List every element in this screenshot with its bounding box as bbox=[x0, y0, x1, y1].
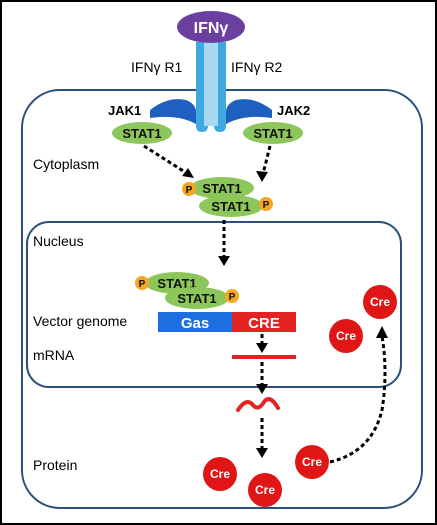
cre-protein-circle bbox=[295, 445, 329, 479]
stat1-shape bbox=[165, 287, 229, 309]
jak1-kinase-shape bbox=[150, 99, 196, 124]
mrna-strand bbox=[232, 355, 296, 359]
stat1-jak2: STAT1 bbox=[243, 122, 303, 144]
cytoplasmic-mrna-wave bbox=[236, 397, 280, 412]
receptor-r1-label: IFNγ R1 bbox=[131, 59, 183, 75]
cre-protein-label: Cre bbox=[255, 483, 275, 497]
cytoplasm-label: Cytoplasm bbox=[33, 156, 99, 172]
arrowhead bbox=[256, 171, 268, 182]
arrowhead bbox=[376, 326, 388, 338]
cre-protein-nucleus-left: Cre bbox=[329, 319, 363, 353]
jak2-label: JAK2 bbox=[277, 103, 310, 118]
cre-protein-cytoplasm-right: Cre bbox=[295, 445, 329, 479]
arrow-stat1-left-to-dimer bbox=[143, 144, 189, 176]
stat1-shape bbox=[243, 122, 303, 144]
stat1-jak1: STAT1 bbox=[112, 122, 172, 144]
arrow-cre-to-nucleus bbox=[329, 335, 387, 464]
cre-protein-cytoplasm-left: Cre bbox=[203, 457, 237, 491]
phosphate-label: P bbox=[263, 200, 270, 211]
gas-element bbox=[158, 312, 232, 332]
stat1-label: STAT1 bbox=[177, 291, 216, 306]
jak1-label: JAK1 bbox=[108, 103, 141, 118]
arrowhead bbox=[218, 256, 230, 266]
nucleus-membrane bbox=[26, 221, 402, 388]
jak2-kinase-shape bbox=[226, 99, 272, 124]
cre-protein-circle bbox=[203, 457, 237, 491]
arrowhead bbox=[182, 168, 194, 178]
phosphate-label: P bbox=[186, 185, 193, 196]
ifn-gamma-receptor-complex bbox=[196, 42, 226, 132]
arrow-stat1-right-to-dimer bbox=[261, 145, 272, 175]
cre-protein-nucleus-top: Cre bbox=[363, 285, 397, 319]
stat1-label: STAT1 bbox=[211, 199, 250, 214]
receptor-inner-core bbox=[204, 42, 218, 126]
phosphate-circle bbox=[135, 276, 149, 290]
stat1-shape bbox=[199, 195, 263, 217]
stat1-shape bbox=[112, 122, 172, 144]
stat1-label: STAT1 bbox=[157, 276, 196, 291]
cre-gene-element bbox=[232, 312, 296, 332]
gas-label: Gas bbox=[181, 315, 209, 332]
arrowhead bbox=[256, 343, 268, 353]
stat1-label: STAT1 bbox=[202, 181, 241, 196]
phosphate-label: P bbox=[229, 292, 236, 303]
phosphate-circle bbox=[182, 182, 196, 196]
cre-protein-cytoplasm-bottom: Cre bbox=[248, 473, 282, 507]
cre-protein-label: Cre bbox=[210, 467, 230, 481]
phosphate-label: P bbox=[139, 279, 146, 290]
stat1-dimer-cytoplasm: STAT1 STAT1 P P bbox=[182, 177, 273, 217]
cre-protein-label: Cre bbox=[370, 295, 390, 309]
stat1-label: STAT1 bbox=[253, 126, 292, 141]
cre-gene-label: CRE bbox=[248, 315, 280, 332]
ifn-gamma-label: IFNγ bbox=[194, 20, 229, 37]
mrna-label: mRNA bbox=[33, 347, 75, 363]
arrowhead bbox=[256, 448, 268, 458]
protein-label: Protein bbox=[33, 457, 77, 473]
phosphate-circle bbox=[259, 197, 273, 211]
receptor-r2-label: IFNγ R2 bbox=[231, 59, 283, 75]
cre-protein-label: Cre bbox=[302, 455, 322, 469]
arrowhead bbox=[256, 384, 268, 394]
stat1-label: STAT1 bbox=[122, 126, 161, 141]
cre-protein-circle bbox=[363, 285, 397, 319]
nucleus-label: Nucleus bbox=[33, 233, 84, 249]
cre-protein-circle bbox=[248, 473, 282, 507]
vector-genome-label: Vector genome bbox=[33, 313, 127, 329]
phosphate-circle bbox=[225, 289, 239, 303]
cre-protein-circle bbox=[329, 319, 363, 353]
ifn-gamma-ellipse bbox=[177, 11, 245, 43]
stat1-shape bbox=[190, 177, 254, 199]
cre-protein-label: Cre bbox=[336, 329, 356, 343]
stat1-dimer-nucleus: STAT1 STAT1 P P bbox=[135, 272, 239, 309]
ifn-gamma-ligand: IFNγ bbox=[177, 11, 245, 43]
